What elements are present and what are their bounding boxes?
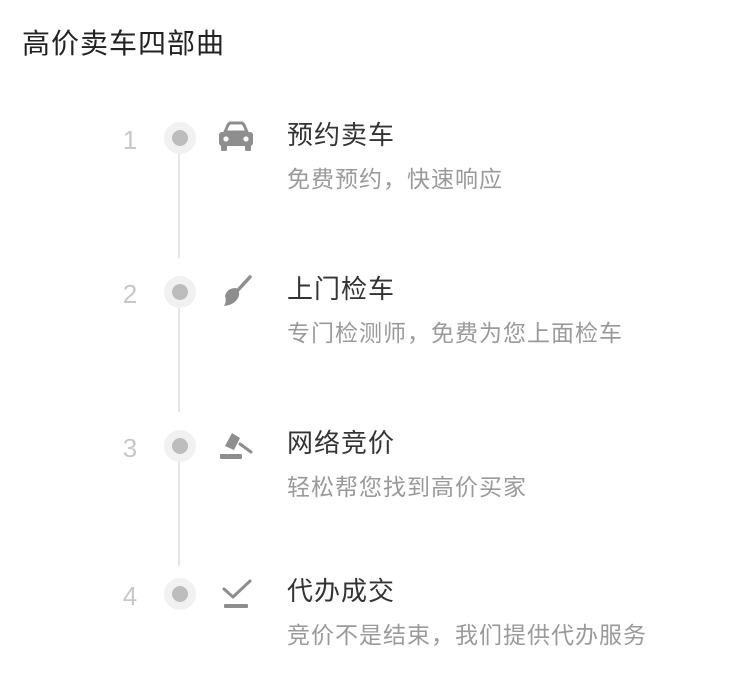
timeline-connector [178, 152, 180, 258]
timeline-connector [178, 460, 180, 566]
step-item: 2 上门检车 专门检测师，免费为您上面检车 [0, 264, 748, 347]
step-title: 上门检车 [287, 275, 396, 305]
step-description: 专门检测师，免费为您上面检车 [287, 321, 623, 347]
step-description: 轻松帮您找到高价买家 [287, 475, 527, 501]
step-description: 免费预约，快速响应 [287, 167, 503, 193]
brush-icon [216, 274, 256, 310]
step-number: 4 [122, 581, 138, 611]
step-title: 代办成交 [287, 577, 396, 607]
step-description: 竞价不是结束，我们提供代办服务 [287, 623, 647, 649]
step-number: 1 [122, 125, 138, 155]
car-icon [216, 120, 256, 156]
checkmark-icon [216, 576, 256, 612]
step-number: 3 [122, 433, 138, 463]
step-item: 1 预约卖车 免费预约，快速响应 [0, 110, 748, 193]
timeline-dot [164, 276, 196, 308]
step-number: 2 [122, 279, 138, 309]
timeline-connector [178, 306, 180, 412]
timeline-dot [164, 578, 196, 610]
page-title: 高价卖车四部曲 [22, 27, 226, 60]
step-title: 预约卖车 [287, 121, 396, 151]
timeline-dot [164, 430, 196, 462]
timeline-dot [164, 122, 196, 154]
step-item: 3 网络竞价 轻松帮您找到高价买家 [0, 418, 748, 501]
step-item: 4 代办成交 竞价不是结束，我们提供代办服务 [0, 566, 748, 649]
gavel-icon [216, 428, 256, 464]
step-title: 网络竞价 [287, 429, 396, 459]
